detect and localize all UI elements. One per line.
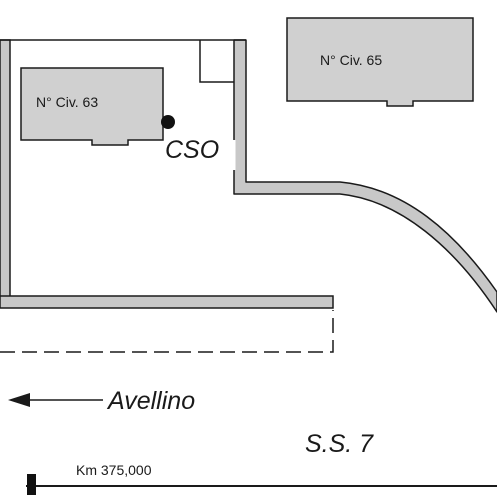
building-civ-65-label: N° Civ. 65 bbox=[320, 52, 383, 68]
direction-label: Avellino bbox=[108, 387, 196, 415]
dashed-boundary bbox=[0, 310, 334, 353]
building-civ-63-label: N° Civ. 63 bbox=[36, 94, 99, 110]
building-civ-65 bbox=[286, 17, 474, 107]
left-arrow-icon bbox=[8, 393, 103, 407]
kilometer-post bbox=[27, 474, 36, 495]
cso-marker-icon bbox=[161, 115, 175, 129]
road-name-label: S.S. 7 bbox=[305, 430, 374, 458]
building-civ-63 bbox=[20, 67, 164, 146]
left-boundary-strip bbox=[0, 39, 11, 299]
curved-road bbox=[233, 39, 497, 313]
kilometer-label: Km 375,000 bbox=[76, 462, 152, 478]
cso-label: CSO bbox=[165, 136, 220, 164]
bottom-boundary-strip bbox=[0, 295, 334, 309]
small-annex bbox=[199, 40, 234, 83]
